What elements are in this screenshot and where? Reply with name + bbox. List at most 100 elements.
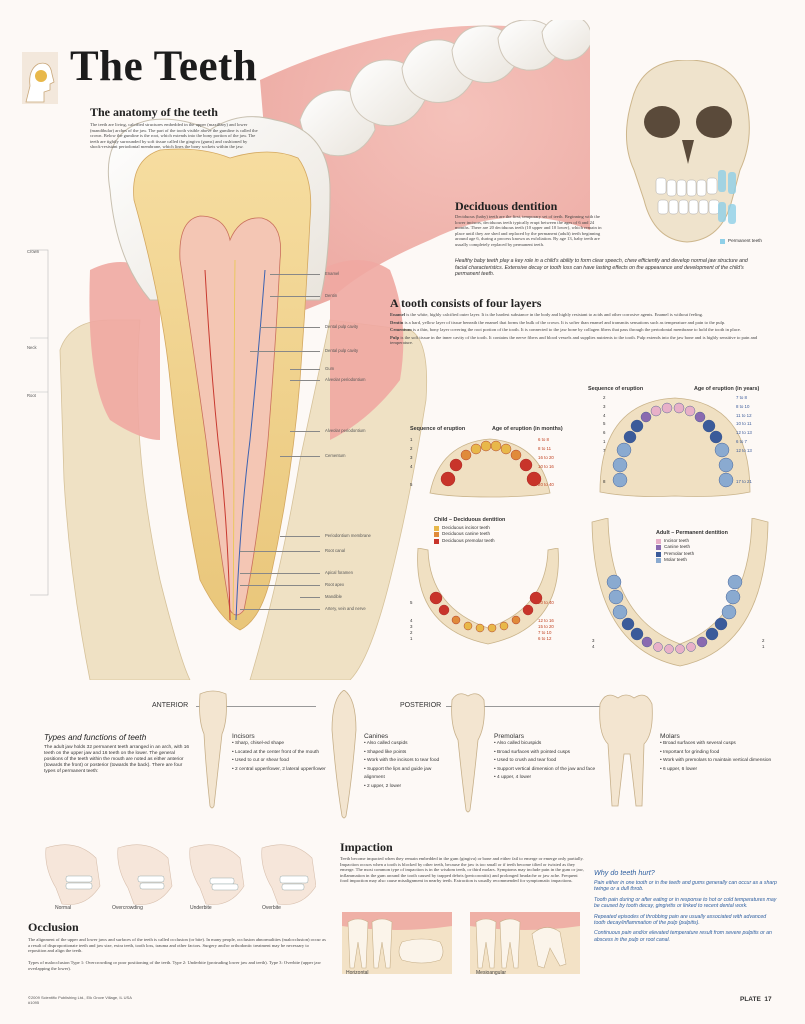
incisors-title: Incisors (232, 733, 255, 740)
skull-illustration (612, 59, 762, 245)
impaction-heading: Impaction (340, 840, 393, 854)
canines-title: Canines (364, 733, 389, 740)
premolars-title: Premolars (494, 733, 525, 740)
anatomy-text: The teeth are living, calcified structur… (90, 122, 258, 150)
child-legend: Child – Deciduous dentition Deciduous in… (434, 517, 505, 544)
impaction-illustration-horizontal (342, 912, 452, 974)
region-label-root: Root (27, 393, 36, 398)
tooth-label-alveolar-1: Alveolar periodontium (325, 377, 366, 382)
adult-legend-title: Adult – Permanent dentition (656, 530, 728, 536)
layers-list: Enamel is the white, highly calcified ou… (390, 312, 770, 346)
child-upper-arch (410, 433, 570, 503)
tooth-label-periodontium: Periodontium membrane (325, 533, 371, 538)
region-label-crown: Crown (27, 249, 40, 254)
adult-upper-arch (590, 392, 760, 502)
child-legend-canine: Deciduous canine teeth (434, 531, 505, 538)
canines-block: Canines Also called cuspidsShaped like p… (364, 733, 448, 792)
tooth-label-root-canal: Root canal (325, 548, 346, 553)
adult-legend-canine: Canine teeth (656, 544, 728, 551)
why-heading: Why do teeth hurt? (594, 868, 655, 877)
skull-legend: Permanent teeth (720, 238, 762, 244)
anterior-label: ANTERIOR (152, 702, 189, 709)
face-label-normal: Normal (55, 905, 72, 911)
incisors-block: Incisors Sharp, chisel-ed shapeLocated a… (232, 733, 327, 774)
premolars-block: Premolars Also called bicuspidsBroad sur… (494, 733, 596, 783)
molars-list: Broad surfaces with several cuspsImporta… (660, 740, 780, 774)
face-label-overbite: Overbite (262, 905, 281, 911)
posterior-label: POSTERIOR (400, 702, 442, 709)
why-item-1: Pain either in one tooth or in the teeth… (594, 880, 777, 893)
adult-age-header: Age of eruption (in years) (694, 386, 760, 392)
premolars-list: Also called bicuspidsBroad surfaces with… (494, 740, 596, 783)
child-legend-title: Child – Deciduous dentition (434, 517, 506, 523)
canine-tooth-image (328, 689, 360, 820)
child-lower-jaw (408, 547, 568, 648)
child-legend-incisor: Deciduous incisor teeth (434, 525, 505, 531)
tooth-label-pulp-2: Dental pulp cavity (325, 348, 359, 353)
molar-tooth-image (596, 690, 656, 810)
why-item-2: Tooth pain during or after eating or in … (594, 896, 777, 910)
tooth-label-dentin: Dentin (325, 293, 338, 298)
impaction-label-horizontal: Horizontal (346, 970, 369, 976)
premolar-tooth-image (448, 690, 488, 815)
adult-legend-molar: Molar teeth (656, 557, 728, 563)
occlusion-text: The alignment of the upper and lower jaw… (28, 937, 326, 954)
layers-heading: A tooth consists of four layers (390, 296, 542, 310)
page-title: The Teeth (70, 43, 258, 90)
layer-item-enamel: Enamel is the white, highly calcified ou… (390, 312, 704, 317)
deciduous-heading: Deciduous dentition (455, 199, 558, 213)
footer-copyright: ©2009 Scientific Publishing Ltd., Elk Gr… (28, 995, 132, 1005)
child-legend-premolar: Deciduous premolar teeth (434, 538, 505, 544)
deciduous-text: Deciduous (baby) teeth are the first, te… (455, 214, 602, 247)
molars-block: Molars Broad surfaces with several cusps… (660, 733, 780, 774)
incisor-tooth-image (196, 690, 230, 810)
tooth-label-pulp-1: Dental pulp cavity (325, 324, 359, 329)
deciduous-italic: Healthy baby teeth play a key role in a … (455, 258, 748, 277)
impaction-text: Teeth become impacted when they remain e… (340, 856, 584, 884)
adult-seq-header: Sequence of eruption (588, 386, 644, 392)
anatomy-heading: The anatomy of the teeth (90, 105, 218, 119)
why-item-4: Continuous pain and/or elevated temperat… (594, 930, 772, 943)
why-item-3: Repeated episodes of throbbing pain are … (594, 913, 767, 927)
canines-list: Also called cuspidsShaped like pointsWor… (364, 740, 448, 792)
adult-legend: Adult – Permanent dentition Incisor teet… (656, 530, 728, 564)
incisors-list: Sharp, chisel-ed shapeLocated at the cen… (232, 740, 327, 774)
permanent-teeth-swatch (720, 238, 725, 244)
region-label-neck: Neck (27, 345, 37, 350)
tooth-label-gum: Gum (325, 366, 335, 371)
face-label-overcrowding: Overcrowding (112, 905, 143, 911)
impaction-label-mesioangular: Mesioangular (476, 970, 507, 976)
why-box: Why do teeth hurt? Pain either in one to… (594, 868, 778, 947)
tooth-label-cementum: Cementum (325, 453, 346, 458)
layer-item-dentin: Dentin is a hard, yellow layer of tissue… (390, 319, 726, 325)
molars-title: Molars (660, 733, 680, 740)
types-heading: Types and functions of teeth (44, 733, 147, 742)
adult-lower-jaw (590, 517, 770, 668)
impaction-illustration-mesioangular (470, 912, 580, 974)
face-label-underbite: Underbite (190, 905, 212, 911)
child-age-header: Age of eruption (in months) (492, 426, 563, 432)
layer-item-cementum: Cementum is a thin, bony layer covering … (390, 327, 741, 333)
child-seq-header: Sequence of eruption (410, 426, 466, 432)
tooth-label-root-apex: Root apex (325, 582, 345, 587)
anterior-divider (196, 706, 316, 707)
tooth-label-apical-foramen: Apical foramen (325, 570, 353, 575)
adult-legend-incisor: Incisor teeth (656, 538, 728, 544)
occlusion-types: Types of malocclusion Type 1: Overcrowdi… (28, 960, 321, 971)
head-icon (22, 52, 58, 104)
types-text: The adult jaw holds 32 permanent teeth a… (44, 745, 190, 774)
plate-number: PLATE 17 (740, 996, 772, 1003)
tooth-cross-section-illustration (23, 15, 593, 681)
occlusion-faces (26, 838, 317, 918)
tooth-label-enamel: Enamel (325, 271, 340, 276)
permanent-teeth-label: Permanent teeth (728, 238, 762, 243)
tooth-label-alveolar-2: Alveolar periodontium (325, 428, 366, 433)
layer-item-pulp: Pulp is the soft tissue in the inner cav… (390, 334, 758, 346)
